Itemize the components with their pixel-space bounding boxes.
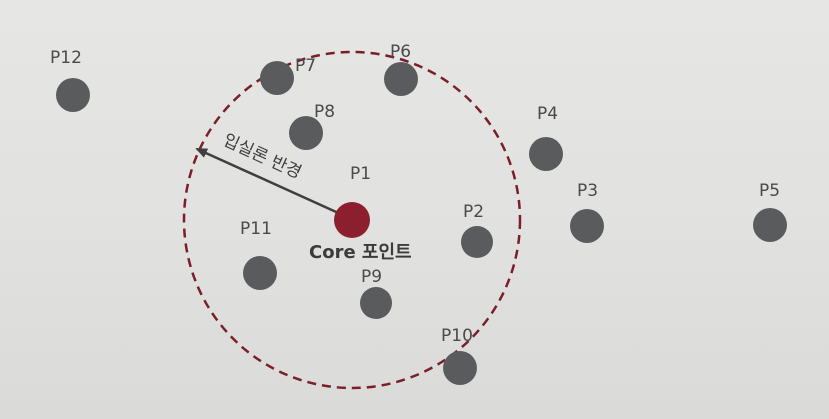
label-p9: P9: [361, 267, 382, 287]
label-p4: P4: [537, 104, 558, 124]
point-p12: [56, 78, 90, 112]
label-p10: P10: [441, 326, 473, 346]
point-p11: [243, 256, 277, 290]
point-p7: [260, 61, 294, 95]
label-p6: P6: [390, 42, 411, 62]
epsilon-radius-circle: [182, 50, 522, 390]
label-p7: P7: [295, 56, 316, 76]
points-layer: [56, 61, 787, 385]
point-p8: [289, 116, 323, 150]
point-p6: [384, 62, 418, 96]
point-p10: [443, 351, 477, 385]
point-p5: [753, 208, 787, 242]
labels-layer: P1 P2 P3 P4 P5 P6 P7 P8 P9 P10 P11 P12: [50, 42, 780, 346]
point-p2: [461, 226, 493, 258]
epsilon-radius-arrow: [195, 147, 346, 218]
point-p4: [529, 137, 563, 171]
point-p9: [360, 287, 392, 319]
label-p11: P11: [240, 219, 272, 239]
label-p2: P2: [463, 202, 484, 222]
label-p12: P12: [50, 48, 82, 68]
point-p1-core: [334, 202, 370, 238]
label-p8: P8: [314, 102, 335, 122]
label-p3: P3: [577, 181, 598, 201]
point-p3: [570, 209, 604, 243]
label-p5: P5: [759, 181, 780, 201]
core-point-label: Core 포인트: [309, 242, 412, 263]
label-p1: P1: [350, 164, 371, 184]
